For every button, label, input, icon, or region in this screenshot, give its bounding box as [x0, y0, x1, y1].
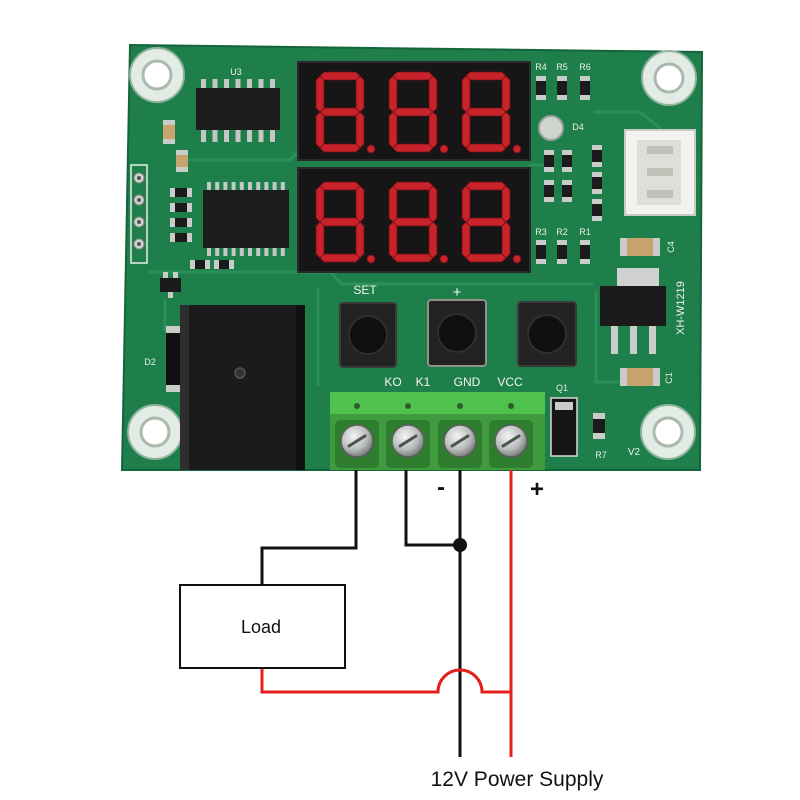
terminal-label-vcc: VCC [497, 375, 523, 389]
terminal-block [330, 392, 545, 470]
label-q1: Q1 [556, 383, 568, 393]
load-box [179, 584, 346, 669]
wire-k1-to-ground [404, 470, 460, 547]
terminal-label-gnd: GND [454, 375, 481, 389]
resistor [170, 218, 192, 227]
load-label: Load [241, 617, 281, 637]
resistor [544, 180, 554, 202]
minus-polarity-label: - [437, 474, 445, 501]
label-c1: C1 [664, 372, 674, 384]
label-r4: R4 [535, 62, 547, 72]
display-bottom [297, 167, 531, 273]
voltage-regulator [600, 268, 666, 354]
set-button-label: SET [353, 283, 377, 297]
resistor [170, 233, 192, 242]
minus-button [517, 301, 577, 367]
resistor-r7 [593, 413, 605, 439]
label-r2: R2 [556, 227, 568, 237]
pcb-traces [148, 110, 662, 387]
mounting-hole-bottom-right [640, 404, 696, 460]
mounting-hole-bottom-left [127, 404, 183, 460]
led-d4 [538, 115, 564, 141]
sensor-connector [624, 129, 696, 216]
set-button [339, 302, 397, 368]
mounting-hole-top-right [641, 50, 697, 106]
screw-terminal-k1 [386, 420, 430, 468]
plus-button-label: + [453, 284, 462, 301]
resistor [544, 150, 554, 172]
resistor [562, 180, 572, 202]
pcb: U3 [120, 43, 704, 471]
chip-mcu [203, 182, 289, 256]
wire-k0-to-load [260, 470, 358, 585]
resistor [536, 240, 546, 264]
plus-polarity-label: + [530, 476, 544, 503]
diode-d2 [166, 326, 180, 392]
label-d4: D4 [572, 122, 584, 132]
terminal-label-k1: K1 [416, 375, 431, 389]
wire-load-to-vcc [260, 668, 511, 694]
terminal-label-k0: KO [384, 375, 401, 389]
label-r7: R7 [595, 450, 607, 460]
relay [180, 305, 305, 470]
wiring: Load - + 12V Power Supply [179, 470, 604, 791]
resistor [580, 76, 590, 100]
capacitor-c4 [620, 238, 660, 256]
label-d2: D2 [144, 357, 156, 367]
resistor [557, 76, 567, 100]
label-r6: R6 [579, 62, 591, 72]
board-model-label: XH-W1219 [675, 281, 687, 335]
display-top [297, 61, 531, 161]
screw-terminal-vcc [489, 420, 533, 468]
power-supply-label: 12V Power Supply [431, 768, 604, 791]
capacitor [176, 150, 188, 172]
resistor [170, 188, 192, 197]
resistor [190, 260, 210, 269]
label-v2: V2 [628, 447, 641, 458]
resistor [214, 260, 234, 269]
label-u3: U3 [230, 67, 242, 77]
label-r1: R1 [579, 227, 591, 237]
sensor-header [130, 164, 148, 264]
resistor [592, 145, 602, 167]
resistor [557, 240, 567, 264]
plus-button [427, 299, 487, 367]
resistor [170, 203, 192, 212]
label-r3: R3 [535, 227, 547, 237]
label-c4: C4 [666, 241, 676, 253]
mounting-hole-top-left [129, 47, 185, 103]
chip-u3 [196, 79, 280, 142]
transistor-q1 [550, 397, 578, 457]
capacitor-c1 [620, 368, 660, 386]
resistor [580, 240, 590, 264]
screw-terminal-k0 [335, 420, 379, 468]
resistor [592, 199, 602, 221]
transistor [160, 272, 181, 298]
resistor [536, 76, 546, 100]
label-r5: R5 [556, 62, 568, 72]
resistor [562, 150, 572, 172]
junction-dot [453, 538, 467, 552]
resistor [592, 172, 602, 194]
screw-terminal-gnd [438, 420, 482, 468]
capacitor [163, 120, 175, 144]
